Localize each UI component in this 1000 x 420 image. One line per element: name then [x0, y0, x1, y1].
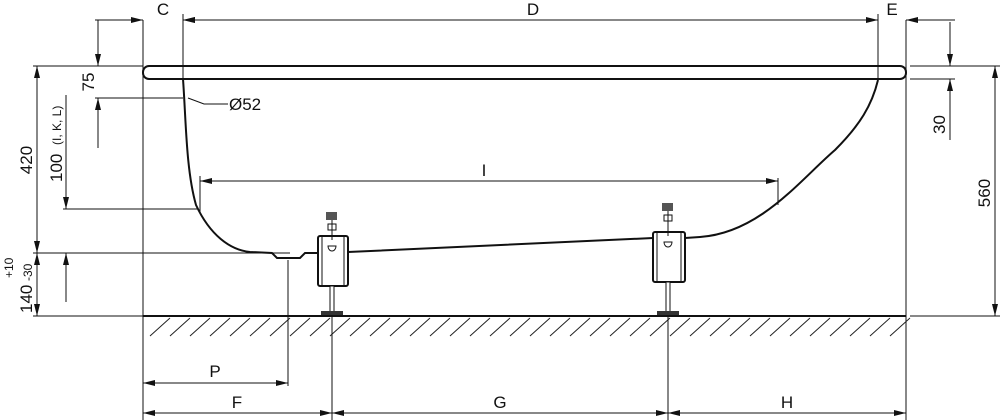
hatch-line	[589, 317, 611, 337]
hatch-line	[729, 317, 751, 337]
label-c: C	[157, 0, 169, 19]
hatch-line	[869, 317, 891, 337]
hatch-line	[169, 317, 191, 337]
hatch-line	[829, 317, 851, 337]
hatch-line	[889, 317, 911, 337]
hatch-line	[749, 317, 771, 337]
label-i: I	[482, 161, 487, 180]
hatch-line	[509, 317, 531, 337]
hatch-line	[789, 317, 811, 337]
hatch-line	[429, 317, 451, 337]
label-75: 75	[79, 73, 98, 92]
dimension-c: C	[95, 0, 230, 23]
label-g: G	[493, 393, 506, 412]
hatch-line	[689, 317, 711, 337]
hatch-line	[309, 317, 331, 337]
label-140: 140	[17, 285, 36, 313]
bathtub-shell	[182, 78, 879, 259]
bathtub-rim	[142, 65, 907, 80]
drain-leader-line	[187, 97, 228, 105]
label-d: D	[527, 0, 539, 19]
hatch-line	[189, 317, 211, 337]
hatch-line	[569, 317, 591, 337]
label-p: P	[209, 362, 220, 381]
hatch-line	[209, 317, 231, 337]
hatch-line	[249, 317, 271, 337]
label-tolerance-minus: -30	[21, 263, 35, 281]
hatch-line	[669, 317, 691, 337]
hatch-line	[489, 317, 511, 337]
dimension-e: E	[886, 0, 955, 23]
hatch-line	[809, 317, 831, 337]
label-100-note: (I, K, L)	[50, 106, 64, 145]
label-100: 100	[47, 154, 66, 182]
hatch-line	[449, 317, 471, 337]
hatch-line	[149, 317, 171, 337]
hatch-line	[349, 317, 371, 337]
support-foot-right	[652, 203, 686, 316]
hatch-line	[609, 317, 631, 337]
label-560: 560	[975, 179, 994, 207]
label-drain-diameter: Ø52	[229, 95, 261, 114]
label-30: 30	[930, 115, 949, 134]
hatch-line	[369, 317, 391, 337]
support-foot-left	[317, 212, 349, 316]
hatch-line	[769, 317, 791, 337]
dimension-d: D	[183, 0, 878, 23]
hatch-line	[269, 317, 291, 337]
label-tolerance-plus: +10	[2, 257, 16, 278]
floor-hatching	[149, 317, 911, 337]
hatch-line	[629, 317, 651, 337]
hatch-line	[709, 317, 731, 337]
hatch-line	[329, 317, 351, 337]
label-h: H	[781, 393, 793, 412]
label-420: 420	[17, 146, 36, 174]
hatch-line	[409, 317, 431, 337]
hatch-line	[289, 317, 311, 337]
label-f: F	[232, 393, 242, 412]
hatch-line	[229, 317, 251, 337]
hatch-line	[849, 317, 871, 337]
hatch-line	[549, 317, 571, 337]
hatch-line	[389, 317, 411, 337]
hatch-line	[649, 317, 671, 337]
hatch-line	[529, 317, 551, 337]
hatch-line	[469, 317, 491, 337]
label-e: E	[886, 0, 897, 19]
